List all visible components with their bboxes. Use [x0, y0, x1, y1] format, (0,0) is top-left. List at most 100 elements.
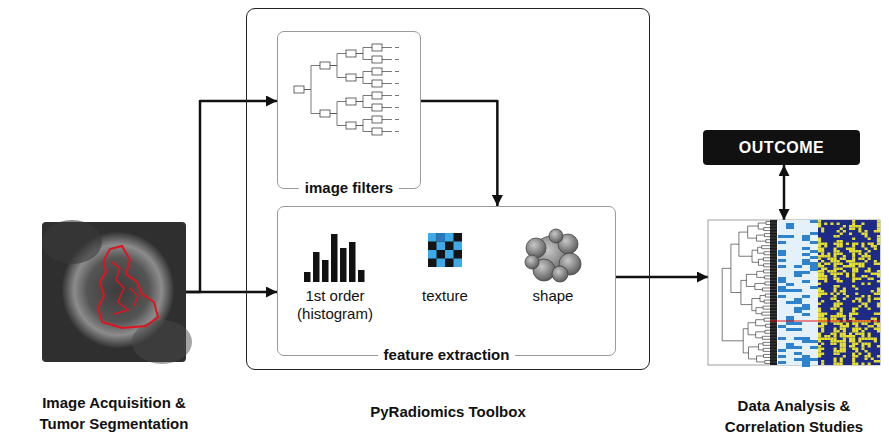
- heatmap-image-part: [821, 265, 824, 268]
- heatmap-image-part: [834, 265, 837, 268]
- heatmap-image-part: [837, 278, 840, 281]
- heatmap-image-part: [834, 360, 837, 363]
- heatmap-image-part: [840, 360, 843, 363]
- heatmap-image-part: [794, 265, 802, 268]
- heatmap-image-part: [794, 271, 802, 274]
- heatmap-image-part: [821, 315, 824, 318]
- heatmap-image-part: [871, 243, 874, 246]
- heatmap-image-part: [877, 355, 880, 358]
- heatmap-image-part: [830, 293, 833, 296]
- heatmap-image-part: [865, 350, 868, 353]
- heatmap-image-part: [821, 338, 824, 341]
- heatmap-image-part: [861, 363, 864, 366]
- heatmap-image-part: [837, 353, 840, 356]
- heatmap-image-part: [770, 238, 777, 239]
- heatmap-image-part: [868, 345, 871, 348]
- heatmap-image-part: [855, 263, 858, 266]
- heatmap-image-part: [852, 328, 855, 331]
- heatmap-image-part: [802, 280, 810, 283]
- heatmap-image-part: [837, 305, 840, 308]
- heatmap-image-part: [770, 256, 777, 257]
- heatmap-image-part: [834, 263, 837, 266]
- heatmap-image-part: [855, 270, 858, 273]
- heatmap-image-part: [802, 364, 810, 367]
- heatmap-image-part: [849, 335, 852, 338]
- heatmap-image-part: [794, 310, 802, 313]
- heatmap-image-part: [852, 250, 855, 253]
- heatmap-image-part: [810, 256, 818, 259]
- heatmap-image-part: [770, 295, 777, 296]
- connector-arrow: [421, 101, 497, 206]
- heatmap-image-part: [877, 298, 880, 301]
- heatmap-image-part: [752, 299, 760, 311]
- heatmap-image-part: [770, 250, 777, 251]
- heatmap-image-part: [877, 323, 880, 326]
- heatmap-image-part: [852, 358, 855, 361]
- filter-tree-icon: [292, 40, 412, 140]
- filter-tree-icon-part: [356, 102, 372, 108]
- heatmap-image-part: [821, 363, 824, 366]
- heatmap-image-part: [818, 348, 821, 351]
- shape-icon-part: [552, 266, 568, 282]
- heatmap-image-part: [868, 243, 871, 246]
- heatmap-image-part: [770, 352, 777, 353]
- heatmap-image-part: [858, 340, 861, 343]
- heatmap-image-part: [802, 358, 810, 361]
- heatmap-image-part: [877, 330, 880, 333]
- heatmap-image-part: [861, 295, 864, 298]
- heatmap-image-part: [868, 298, 871, 301]
- heatmap-image-part: [877, 223, 880, 226]
- heatmap-image-part: [821, 273, 824, 276]
- heatmap-image-part: [802, 337, 810, 340]
- heatmap-image-part: [858, 333, 861, 336]
- heatmap-image-part: [818, 265, 821, 268]
- heatmap-image-part: [834, 315, 837, 318]
- heatmap-image-part: [861, 243, 864, 246]
- heatmap-image-part: [877, 238, 880, 241]
- filter-tree-icon-part: [304, 66, 320, 90]
- connector-arrow: [783, 165, 786, 220]
- heatmap-image-part: [852, 280, 855, 283]
- heatmap-image-part: [821, 290, 824, 293]
- heatmap-image-part: [871, 325, 874, 328]
- heatmap-image-part: [821, 343, 824, 346]
- heatmap-image-part: [852, 285, 855, 288]
- heatmap-image-part: [764, 234, 770, 237]
- heatmap-image-part: [861, 255, 864, 258]
- heatmap-image-part: [802, 340, 810, 343]
- heatmap-image-part: [861, 233, 864, 236]
- heatmap-image-part: [852, 338, 855, 341]
- heatmap-image-part: [731, 244, 741, 292]
- heatmap-image-part: [865, 253, 868, 256]
- texture-icon-part: [437, 242, 446, 251]
- texture-icon-part: [445, 250, 454, 259]
- filter-tree-icon-part: [382, 107, 392, 108]
- heatmap-image-part: [868, 333, 871, 336]
- heatmap-image-part: [840, 325, 843, 328]
- heatmap-image-part: [849, 248, 852, 251]
- heatmap-image-part: [766, 324, 770, 327]
- heatmap-image-part: [868, 335, 871, 338]
- heatmap-image-part: [846, 248, 849, 251]
- heatmap-image-part: [846, 243, 849, 246]
- heatmap-image-part: [834, 270, 837, 273]
- heatmap-image-part: [708, 220, 880, 365]
- shape-icon-part: [526, 238, 546, 258]
- heatmap-image-part: [770, 361, 777, 362]
- heatmap-image-part: [764, 228, 770, 231]
- heatmap-image-part: [855, 293, 858, 296]
- heatmap-image-part: [821, 250, 824, 253]
- filter-tree-icon-part: [372, 80, 382, 87]
- heatmap-image-part: [865, 270, 868, 273]
- filter-tree-icon-part: [346, 98, 356, 105]
- heatmap-image-part: [852, 263, 855, 266]
- heatmap-image-part: [770, 355, 777, 356]
- heatmap-image-part: [818, 240, 821, 243]
- heatmap-image-part: [834, 335, 837, 338]
- heatmap-image-part: [810, 232, 818, 235]
- heatmap-image-part: [834, 278, 837, 281]
- heatmap-image-part: [810, 358, 818, 361]
- filter-tree-icon-part: [395, 59, 399, 60]
- heatmap-image-part: [830, 333, 833, 336]
- texture-icon-part: [437, 233, 446, 242]
